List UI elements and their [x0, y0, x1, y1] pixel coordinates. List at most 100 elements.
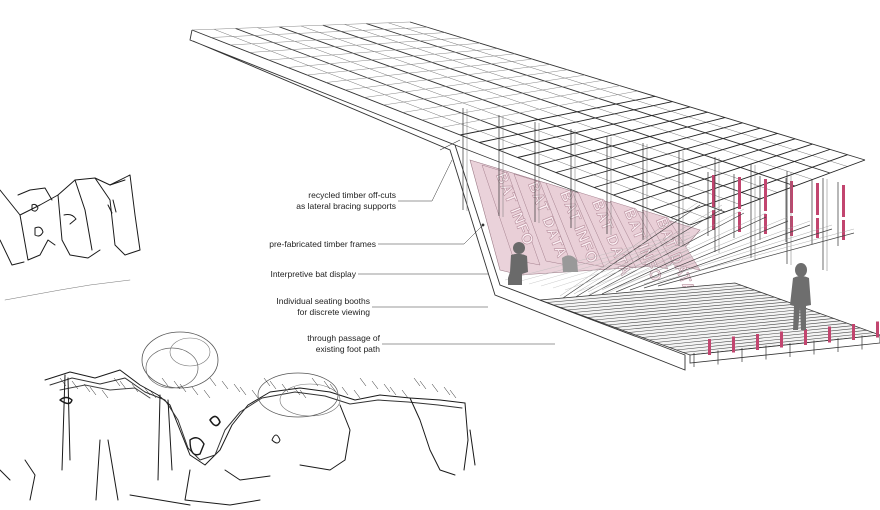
sketch-hatch-stroke — [353, 389, 361, 399]
deck-slat — [546, 285, 742, 303]
sketch-hatch-stroke — [449, 389, 457, 399]
sketch-hatch-stroke — [83, 383, 91, 393]
deck-slat — [683, 332, 874, 353]
annotation-frames: pre-fabricated timber frames — [269, 239, 376, 250]
timber-frame — [570, 129, 576, 229]
roof-grid-line — [249, 37, 463, 53]
sketch-hatch-stroke — [371, 380, 379, 390]
bracing-member — [576, 249, 691, 293]
sketch-hatch-stroke — [203, 389, 211, 399]
roof-grid-line — [613, 138, 796, 196]
timber-frames — [462, 108, 845, 271]
annotation-seating: Individual seating booths for discrete v… — [276, 296, 370, 318]
deck-slat — [614, 308, 808, 328]
bracing-member — [601, 212, 767, 291]
seated-person-2 — [562, 255, 578, 272]
sketch-hatch-stroke — [149, 389, 157, 399]
roof-grid-line — [460, 95, 656, 136]
sketch-hatch-stroke — [389, 386, 397, 396]
sketch-hatch-stroke — [311, 377, 319, 387]
annotation-frames-line1: pre-fabricated timber frames — [269, 239, 376, 249]
sketch-hatch-stroke — [113, 377, 121, 387]
annotation-footpath-line2: existing foot path — [315, 344, 380, 354]
deck-slat — [594, 301, 788, 321]
sketch-hatch — [59, 377, 457, 399]
annotation-display-line1: Interpretive bat display — [270, 269, 356, 279]
sketch-hatch-stroke — [71, 380, 79, 390]
sketch-hatch-stroke — [359, 377, 367, 387]
roof-grid-line — [440, 90, 638, 128]
deck-slat — [587, 299, 782, 318]
roof-grid-line — [191, 21, 411, 31]
annotation-footpath-line1: through passage of — [307, 333, 380, 343]
annotation-seating-line1: Individual seating booths — [276, 296, 370, 306]
timber-frame — [642, 143, 715, 241]
sketch-hatch-stroke — [89, 386, 97, 396]
bracing-member — [657, 232, 855, 287]
roof-grid-line — [517, 111, 708, 158]
roof-grid-line — [479, 101, 673, 143]
sketch-hatch-stroke — [209, 377, 217, 387]
bracing-member — [657, 228, 855, 283]
annotation-display: Interpretive bat display — [270, 269, 356, 280]
sketch-upper — [0, 174, 141, 301]
timber-frame — [786, 171, 819, 265]
sketch-hatch-stroke — [173, 380, 181, 390]
sketch-hatch-stroke — [401, 389, 409, 399]
timber-frame — [714, 157, 767, 253]
sketch-hatch-stroke — [191, 386, 199, 396]
deck-fin — [861, 321, 879, 350]
bracing-member — [504, 231, 691, 281]
standing-person — [790, 263, 811, 330]
annotation-bracing-line1: recycled timber off-cuts — [308, 190, 396, 200]
sketch-hatch-stroke — [413, 377, 421, 387]
annotation-bracing: recycled timber off-cuts as lateral brac… — [296, 190, 396, 212]
sketch-hatch-stroke — [263, 377, 271, 387]
deck-slat — [621, 311, 815, 331]
bracing-member — [516, 234, 691, 283]
roof-grid-line — [536, 117, 726, 166]
sketch-hatch-stroke — [383, 383, 391, 393]
roof-grid-line — [211, 27, 428, 38]
deck-fin — [717, 336, 735, 365]
roof-grid-line — [632, 143, 813, 203]
sketch-lower — [0, 331, 476, 506]
seated-person — [508, 242, 528, 285]
deck-fin — [813, 326, 831, 355]
timber-frame — [462, 108, 468, 211]
roof-grid-line — [326, 58, 533, 83]
deck-slat — [601, 303, 795, 323]
sketch-hatch-stroke — [239, 386, 247, 396]
sketch-hatch-stroke — [101, 389, 109, 399]
deck-fin — [837, 324, 855, 352]
sketch-hatch-stroke — [329, 383, 337, 393]
bracing-member — [615, 220, 789, 293]
sketch-hatch-stroke — [233, 383, 241, 393]
roof-grid-line — [383, 74, 586, 106]
deck-slat — [580, 296, 775, 316]
roof-grid-line — [574, 127, 761, 181]
sketch-hatch-stroke — [221, 380, 229, 390]
bracing-member — [559, 204, 701, 301]
deck-slat — [567, 292, 762, 311]
roof-grid-line — [287, 48, 498, 68]
sketch-hatch-stroke — [323, 380, 331, 390]
annotation-footpath: through passage of existing foot path — [307, 333, 380, 355]
leader-lines — [358, 159, 555, 345]
deck-fin — [693, 339, 711, 367]
deck-fin — [741, 334, 759, 362]
sketch-hatch-stroke — [131, 383, 139, 393]
bracing-member — [629, 220, 811, 287]
timber-frame — [678, 150, 741, 247]
bracing-member — [643, 224, 833, 285]
roof-grid-line — [268, 42, 481, 61]
deck-slat — [649, 320, 841, 341]
roof-grid-line — [402, 80, 603, 113]
deck-fin — [765, 331, 783, 360]
roof-grid-line — [345, 64, 551, 91]
sketch-hatch-stroke — [269, 380, 277, 390]
annotation-bracing-line2: as lateral bracing supports — [296, 201, 396, 211]
sketch-hatch-stroke — [341, 386, 349, 396]
lateral-bracing — [504, 200, 855, 301]
